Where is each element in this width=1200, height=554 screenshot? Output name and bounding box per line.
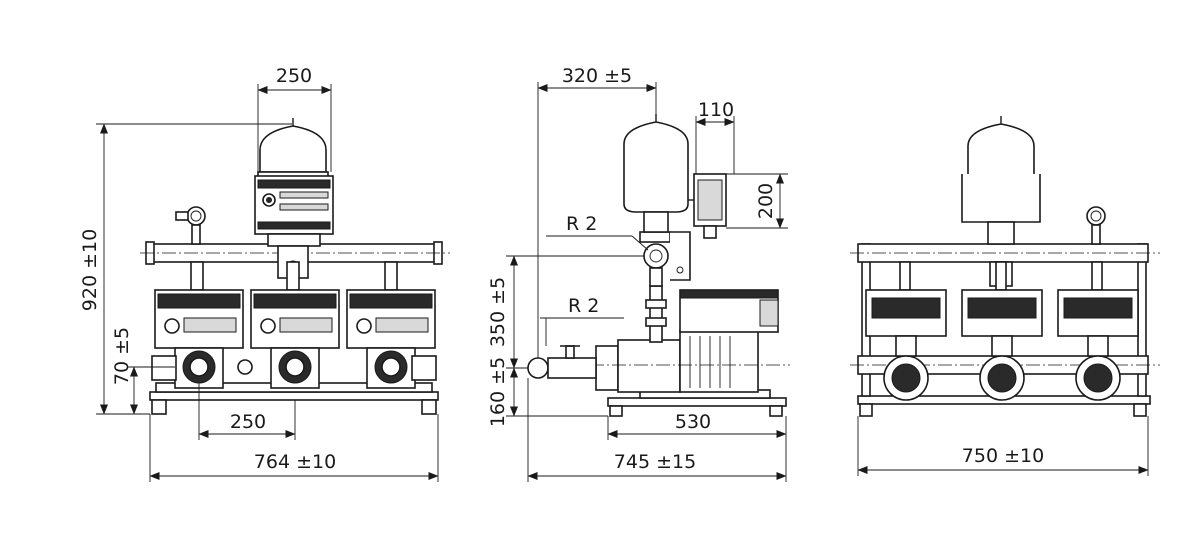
dim-side-depth: 745 ±15 xyxy=(614,451,696,473)
label-thread-upper: R 2 xyxy=(566,213,597,235)
pressure-gauge-rear-icon xyxy=(1086,206,1106,245)
label-thread-lower: R 2 xyxy=(568,295,599,317)
expansion-tank-rear xyxy=(961,116,1041,287)
dim-pump-spacing: 250 xyxy=(230,411,266,433)
dim-front-width: 764 ±10 xyxy=(254,451,336,473)
dim-frame-depth: 530 xyxy=(675,411,711,433)
suction-valve xyxy=(527,345,597,379)
pump-unit-2 xyxy=(250,261,340,389)
dim-control-height: 200 xyxy=(755,183,777,219)
pump-motor-side xyxy=(590,289,790,393)
control-box-side xyxy=(688,173,727,239)
pump-rear-1 xyxy=(865,261,947,401)
pressure-gauge-icon xyxy=(175,206,206,245)
pump-unit-3 xyxy=(346,261,436,389)
pump-rear-2 xyxy=(961,261,1043,401)
dim-side-offset: 320 ±5 xyxy=(562,65,632,87)
dim-rear-width: 750 ±10 xyxy=(962,445,1044,467)
front-view: 250 920 ±10 70 ±5 250 764 ±10 xyxy=(79,65,450,482)
dim-control-width: 110 xyxy=(698,99,734,121)
expansion-tank-side xyxy=(623,114,689,233)
dim-upper-pipe-height: 350 ±5 xyxy=(487,277,509,347)
expansion-tank xyxy=(257,118,329,179)
rear-view: 750 ±10 xyxy=(850,116,1160,476)
dim-base-height: 70 ±5 xyxy=(111,327,133,385)
dim-tank-width: 250 xyxy=(276,65,312,87)
pump-unit-1 xyxy=(154,261,244,389)
pump-rear-3 xyxy=(1057,261,1139,401)
side-view: 320 ±5 110 200 R 2 R 2 350 ±5 160 ±5 530 xyxy=(487,65,790,482)
dim-lower-pipe-height: 160 ±5 xyxy=(487,357,509,427)
dim-total-height: 920 ±10 xyxy=(79,229,101,311)
control-box xyxy=(254,175,334,279)
discharge-manifold xyxy=(639,231,691,287)
